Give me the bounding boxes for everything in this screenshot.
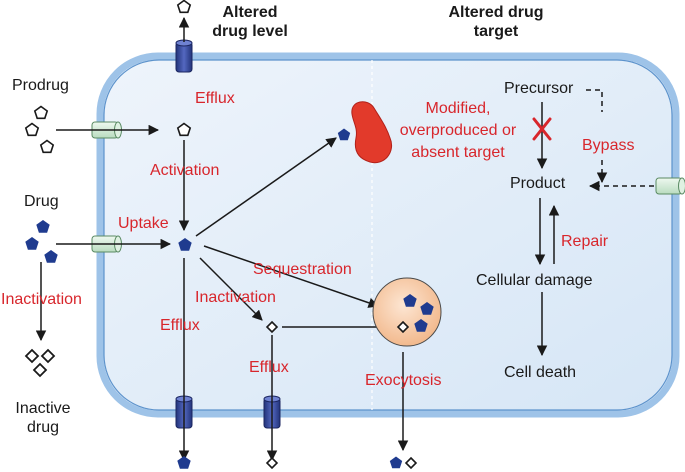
inactive-drug-icon <box>265 456 279 470</box>
label-inactivation-left: Inactivation <box>1 291 82 308</box>
drug-molecule-icon <box>178 238 192 251</box>
prodrug-molecule-icon <box>24 122 40 137</box>
molecules <box>24 0 434 470</box>
label-efflux-top: Efflux <box>195 90 235 107</box>
label-sequestration: Sequestration <box>253 261 352 278</box>
arrow-inactivation-inner <box>199 257 263 321</box>
header-altered-drug-target: Altered drug target <box>448 4 544 40</box>
label-repair: Repair <box>561 233 609 250</box>
label-drug: Drug <box>24 193 59 210</box>
efflux-pump-top <box>175 39 193 73</box>
label-efflux-left: Efflux <box>160 317 200 334</box>
label-cellular-damage: Cellular damage <box>476 272 593 289</box>
drug-molecule-icon <box>177 456 191 469</box>
inactive-drug-icon <box>32 362 48 378</box>
channel-bypass <box>655 177 685 195</box>
drug-molecule-icon <box>403 294 417 307</box>
inactive-drug-icon <box>24 348 40 364</box>
arrows <box>35 16 654 462</box>
drug-molecule-icon <box>414 319 428 332</box>
label-prodrug: Prodrug <box>12 77 69 94</box>
inactive-drug-icon <box>265 320 279 334</box>
prodrug-molecule-icon <box>33 105 49 120</box>
prodrug-molecule-icon <box>176 122 192 137</box>
cell-membrane <box>96 52 680 418</box>
drug-molecule-icon <box>337 128 351 141</box>
prodrug-molecule-icon <box>176 0 192 14</box>
target-blob <box>351 101 392 164</box>
inactive-drug-icon <box>404 456 418 470</box>
drug-molecule-icon <box>44 250 58 263</box>
label-uptake: Uptake <box>118 215 169 232</box>
label-inactivation-inner: Inactivation <box>195 289 276 306</box>
label-target-desc: Modified, overproduced or absent target <box>399 100 517 161</box>
header-altered-drug-level: Altered drug level <box>212 4 288 40</box>
drug-molecule-icon <box>389 456 403 469</box>
drug-molecule-icon <box>25 237 39 250</box>
arrow-to-target <box>195 137 337 237</box>
inactive-drug-icon <box>396 320 410 334</box>
arrow-sequestration <box>203 245 379 308</box>
cell <box>96 52 680 418</box>
block-x-icon <box>532 117 552 141</box>
label-cell-death: Cell death <box>504 364 577 381</box>
drug-molecule-icon <box>420 302 434 315</box>
label-precursor: Precursor <box>504 80 574 97</box>
label-inactive-drug: Inactive drug <box>15 400 71 436</box>
label-activation: Activation <box>150 162 220 179</box>
inactive-drug-icon <box>40 348 56 364</box>
label-efflux-mid: Efflux <box>249 359 289 376</box>
drug-molecule-icon <box>36 220 50 233</box>
label-bypass: Bypass <box>582 137 635 154</box>
prodrug-molecule-icon <box>39 139 55 154</box>
arrow-bypass-top <box>586 89 603 112</box>
cell-body <box>103 59 673 411</box>
label-exocytosis: Exocytosis <box>365 372 442 389</box>
label-product: Product <box>510 175 566 192</box>
